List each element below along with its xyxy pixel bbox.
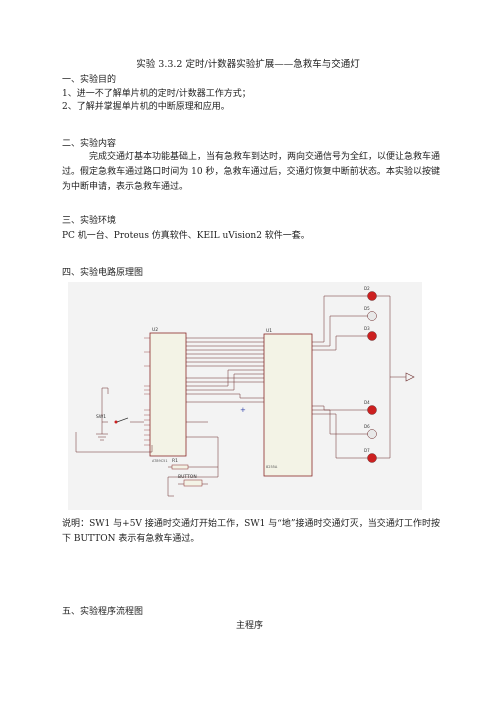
led-label: D3 bbox=[364, 326, 370, 331]
sw1-label: SW1 bbox=[96, 414, 106, 420]
output-arrow-icon bbox=[405, 372, 415, 382]
switch-lever-icon bbox=[116, 417, 129, 423]
section1-heading: 一、实验目的 bbox=[62, 75, 117, 85]
led-group: D2 D5 D3 D4 D6 D7 bbox=[364, 286, 377, 463]
r1-label: R1 bbox=[172, 458, 178, 464]
section5-subtitle: 主程序 bbox=[236, 621, 264, 631]
chip-u2-part: AT89C51 bbox=[152, 459, 168, 463]
section3-body: PC 机一台、Proteus 仿真软件、KEIL uVision2 软件一套。 bbox=[62, 231, 310, 241]
resistor-r1 bbox=[171, 464, 189, 470]
section2-body: 完成交通灯基本功能基础上，当有急救车到达时，两向交通信号为全红，以便让急救车通过… bbox=[62, 152, 441, 192]
section5-heading: 五、实验程序流程图 bbox=[62, 607, 144, 617]
led-d4 bbox=[367, 405, 377, 415]
chip-u1 bbox=[263, 333, 313, 477]
circuit-svg: U2 AT89C51 U1 8255A + bbox=[75, 286, 415, 497]
led-label: D6 bbox=[364, 424, 370, 429]
led-d3 bbox=[367, 331, 377, 341]
led-wires bbox=[312, 295, 406, 459]
switch-circuit-wires bbox=[75, 387, 153, 453]
button-label: BUTTON bbox=[178, 474, 197, 480]
chip-u2-label: U2 bbox=[152, 327, 158, 333]
chip-u2 bbox=[149, 332, 187, 457]
document-title: 实验 3.3.2 定时/计数器实验扩展——急救车与交通灯 bbox=[136, 59, 360, 70]
led-label: D4 bbox=[364, 400, 370, 405]
led-label: D2 bbox=[364, 286, 370, 291]
section1-item2: 2、了解并掌握单片机的中断原理和应用。 bbox=[62, 102, 230, 112]
section2-heading: 二、实验内容 bbox=[62, 139, 117, 149]
chip-u2-pins bbox=[144, 337, 150, 446]
button-component[interactable] bbox=[183, 479, 203, 487]
led-d7 bbox=[367, 453, 377, 463]
led-label: D5 bbox=[364, 306, 370, 311]
switch-contact-icon bbox=[114, 420, 118, 424]
section4-heading: 四、实验电路原理图 bbox=[62, 268, 144, 278]
led-d2 bbox=[367, 291, 377, 301]
chip-u1-part: 8255A bbox=[266, 465, 278, 469]
led-d5 bbox=[367, 311, 377, 321]
led-label: D7 bbox=[364, 448, 370, 453]
section1-item1: 1、进一不了解单片机的定时/计数器工作方式； bbox=[62, 89, 251, 99]
chip-u1-label: U1 bbox=[266, 328, 272, 334]
circuit-diagram: U2 AT89C51 U1 8255A + bbox=[68, 282, 422, 510]
section3-heading: 三、实验环境 bbox=[62, 216, 117, 226]
section4-note: 说明：SW1 与+5V 接通时交通灯开始工作，SW1 与“地”接通时交通灯灭，当… bbox=[62, 519, 440, 544]
cursor-cross-icon: + bbox=[240, 406, 246, 414]
led-d6 bbox=[367, 429, 377, 439]
bus-wires bbox=[167, 337, 264, 490]
